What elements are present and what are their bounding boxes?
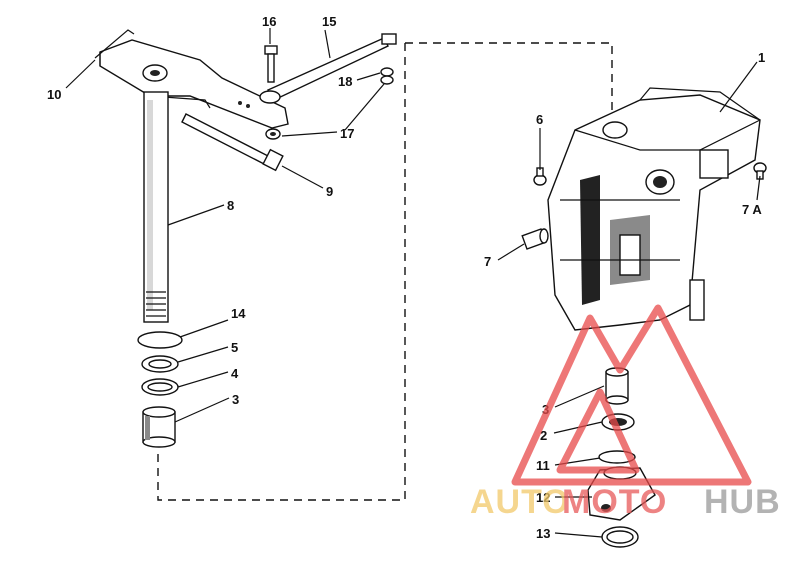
- callout-9: 9: [326, 184, 333, 199]
- callout-14: 14: [231, 306, 246, 321]
- callout-2: 2: [540, 428, 547, 443]
- callout-4: 4: [231, 366, 239, 381]
- callout-18: 18: [338, 74, 352, 89]
- callout-6: 6: [536, 112, 543, 127]
- watermark-text-auto: AUTO: [470, 483, 570, 521]
- callout-15: 15: [322, 14, 336, 29]
- link-bolt: [264, 45, 278, 83]
- steering-shaft: [143, 91, 169, 323]
- callout-7: 7: [484, 254, 491, 269]
- callout-3-left: 3: [232, 392, 239, 407]
- callout-10: 10: [47, 87, 61, 102]
- bushing-3-left: [142, 406, 176, 448]
- callout-1: 1: [758, 50, 765, 65]
- screw-7a: [753, 162, 767, 180]
- swivel-bracket: [547, 87, 761, 331]
- bushing-3-right: [605, 367, 629, 405]
- callout-12: 12: [536, 490, 550, 505]
- callout-17: 17: [340, 126, 354, 141]
- seal-14: [137, 331, 183, 349]
- automotohub-watermark: AUTO MOTO HUB: [470, 304, 781, 521]
- callout-11: 11: [536, 458, 550, 473]
- screw-6: [533, 167, 547, 186]
- steering-arm: [94, 29, 289, 129]
- ring-13: [601, 526, 639, 548]
- watermark-text-moto: MOTO: [562, 483, 667, 521]
- leader-lines: [65, 28, 761, 538]
- ring-4: [141, 378, 179, 396]
- watermark-triangle-icon: [511, 304, 752, 486]
- washer-18: [380, 67, 394, 85]
- callout-13: 13: [536, 526, 550, 541]
- lock-nut-17: [265, 128, 281, 140]
- watermark-text-hub: HUB: [704, 483, 781, 521]
- callout-8: 8: [227, 198, 234, 213]
- callout-7a: 7 A: [742, 202, 762, 217]
- dashed-assembly-path: [157, 42, 613, 501]
- callout-16: 16: [262, 14, 276, 29]
- callout-5: 5: [231, 340, 238, 355]
- link-rod: [259, 33, 397, 104]
- arm-bolt: [181, 113, 284, 172]
- ring-5: [141, 355, 179, 373]
- bushing-7: [521, 228, 549, 250]
